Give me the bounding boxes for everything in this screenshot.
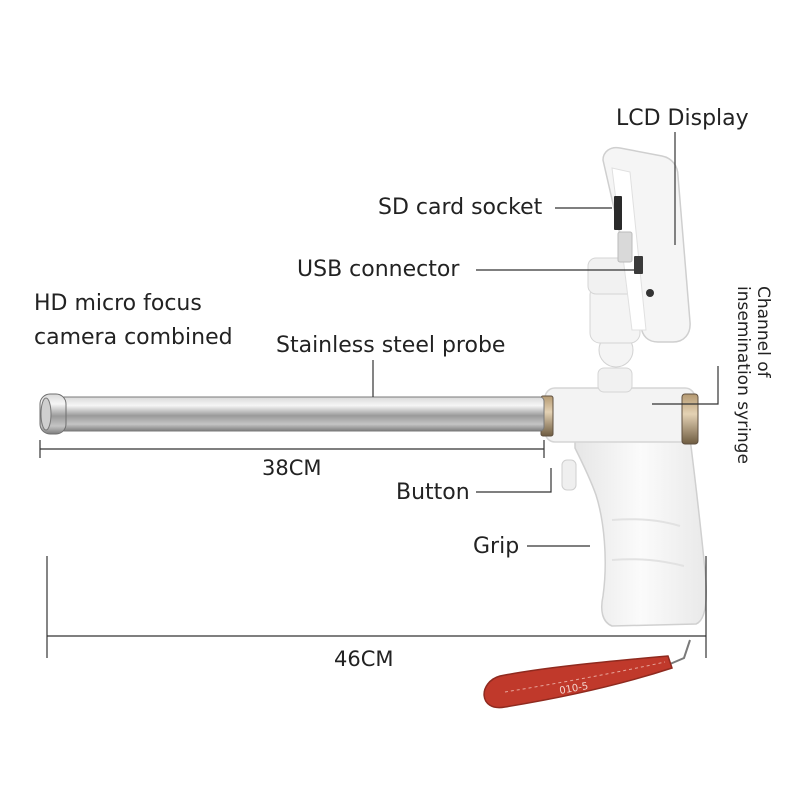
strap-text: 010-5 (559, 681, 590, 697)
grip-body (561, 437, 708, 627)
label-sd-card-socket: SD card socket (378, 195, 543, 220)
label-channel-line1: Channel of (753, 286, 773, 378)
label-grip: Grip (473, 534, 520, 559)
label-lcd-display: LCD Display (616, 106, 749, 131)
label-usb-connector: USB connector (297, 257, 460, 282)
dimension-38cm (39, 440, 545, 458)
dimension-label-46cm: 46CM (334, 647, 394, 671)
power-button[interactable] (646, 289, 654, 297)
syringe-channel-ring (681, 393, 699, 445)
sd-card-socket (614, 196, 622, 230)
usb-connector (634, 256, 643, 274)
label-camera-line2: camera combined (34, 325, 233, 350)
dimension-46cm (46, 556, 707, 658)
dimension-label-38cm: 38CM (262, 456, 322, 480)
label-button: Button (396, 480, 470, 505)
wrist-strap: 010-5 (483, 639, 691, 709)
stainless-steel-probe (59, 396, 545, 432)
trigger-button[interactable] (561, 459, 577, 491)
label-camera-line1: HD micro focus (34, 291, 202, 316)
leader-lines (372, 132, 719, 547)
device-body (544, 387, 696, 443)
label-probe: Stainless steel probe (276, 333, 506, 358)
camera-tip (39, 393, 67, 435)
label-channel-line2: insemination syringe (733, 286, 753, 464)
